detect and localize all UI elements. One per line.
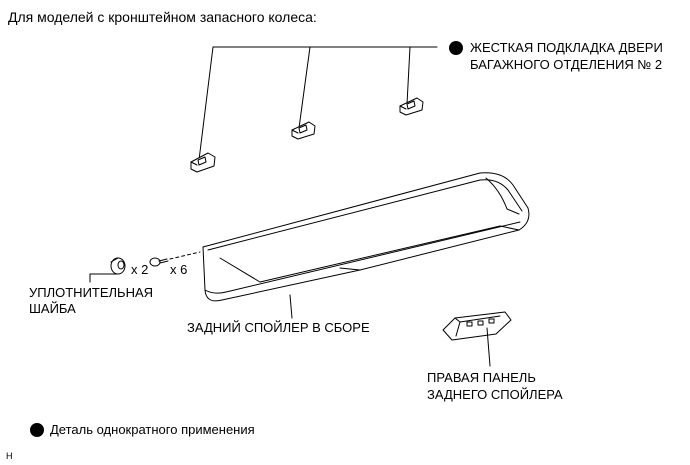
legend-text: Деталь однократного применения [50,422,255,437]
corner-mark: H [6,451,13,461]
washer-label-line1: УПЛОТНИТЕЛЬНАЯ [29,285,154,300]
washer-quantity: x 2 [131,262,149,277]
panel-label-line2: ЗАДНЕГО СПОЙЛЕРА [427,387,563,402]
sealing-washer [89,257,126,283]
bolt-quantity: x 6 [170,262,188,277]
door-pad-clip-1 [190,152,216,173]
panel-label-line1: ПРАВАЯ ПАНЕЛЬ [427,370,536,385]
door-pad-label-line1: ЖЕСТКАЯ ПОДКЛАДКА ДВЕРИ [470,40,663,55]
washer-label-line2: ШАЙБА [29,301,76,316]
door-pad-clip-3 [399,97,424,116]
door-pad-label-line2: БАГАЖНОГО ОТДЕЛЕНИЯ № 2 [470,57,663,72]
door-pad-clip-2 [291,121,316,140]
spoiler-label: ЗАДНИЙ СПОЙЛЕР В СБОРЕ [187,320,370,335]
right-spoiler-panel [442,311,512,367]
page-caption: Для моделей с кронштейном запасного коле… [8,9,317,25]
legend-marker-icon [30,423,44,437]
bolt [149,251,201,267]
door-pad-leaders [198,46,438,161]
rear-spoiler [202,172,530,319]
non-reusable-marker-icon [449,41,463,55]
